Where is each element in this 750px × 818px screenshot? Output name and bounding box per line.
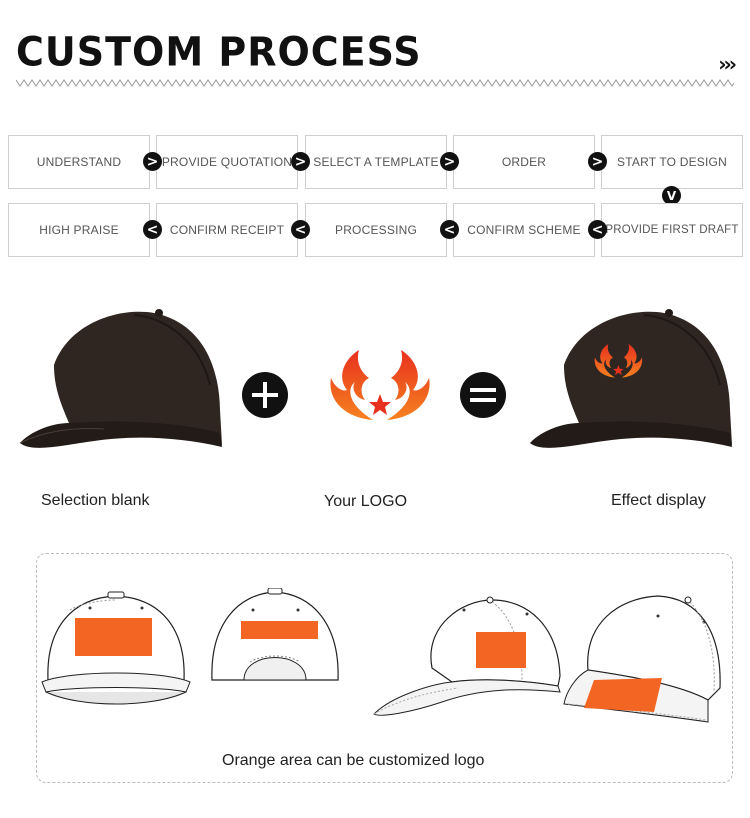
cap-visor-diagram <box>563 595 721 723</box>
step-select-template: SELECT A TEMPLATE <box>305 135 447 189</box>
arrow-down-icon: V <box>662 186 681 205</box>
arrow-left-icon: < <box>588 220 607 239</box>
flame-logo-image <box>330 350 430 420</box>
caption-your-logo: Your LOGO <box>324 493 408 510</box>
zigzag-divider <box>16 79 734 87</box>
caption-effect-display: Effect display <box>611 492 706 509</box>
blank-cap-image <box>19 309 222 448</box>
arrow-right-icon: > <box>440 152 459 171</box>
arrow-left-icon: < <box>143 220 162 239</box>
step-confirm-scheme: CONFIRM SCHEME <box>453 203 595 257</box>
effect-cap-image <box>530 309 732 448</box>
custom-area-note: Orange area can be customized logo <box>222 752 485 769</box>
cap-side-diagram <box>373 596 561 716</box>
arrow-right-icon: > <box>143 152 162 171</box>
chevrons-icon: ››› <box>718 52 737 76</box>
equals-icon <box>460 372 506 418</box>
step-processing: PROCESSING <box>305 203 447 257</box>
arrow-right-icon: > <box>291 152 310 171</box>
step-provide-first-draft: PROVIDE FIRST DRAFT <box>601 203 743 257</box>
step-start-design: START TO DESIGN <box>601 135 743 189</box>
step-understand: UNDERSTAND <box>8 135 150 189</box>
step-order: ORDER <box>453 135 595 189</box>
step-high-praise: HIGH PRAISE <box>8 203 150 257</box>
cap-back-diagram <box>211 588 339 681</box>
custom-area-panel <box>36 553 733 783</box>
cap-front-diagram <box>41 591 191 705</box>
caption-selection-blank: Selection blank <box>41 492 150 509</box>
step-confirm-receipt: CONFIRM RECEIPT <box>156 203 298 257</box>
arrow-right-icon: > <box>588 152 607 171</box>
plus-icon <box>242 372 288 418</box>
arrow-left-icon: < <box>291 220 310 239</box>
arrow-left-icon: < <box>440 220 459 239</box>
page-title: CUSTOM PROCESS <box>16 28 422 76</box>
step-provide-quotation: PROVIDE QUOTATION <box>156 135 298 189</box>
